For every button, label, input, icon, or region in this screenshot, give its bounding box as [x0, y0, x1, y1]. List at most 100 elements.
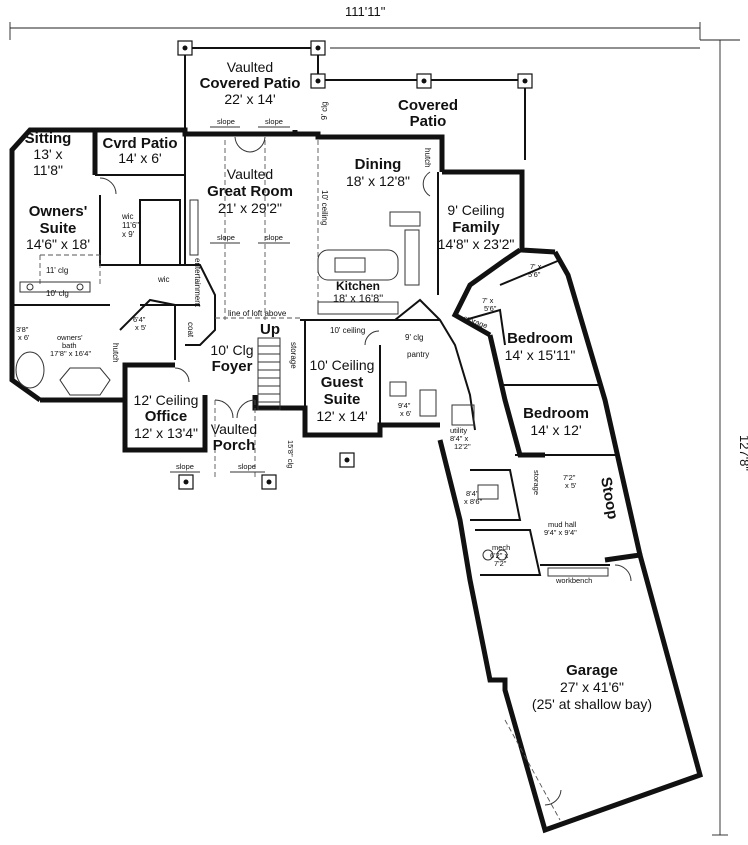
hutch-owner-label: hutch: [111, 343, 120, 363]
porch-vaulted: Vaulted: [211, 421, 257, 437]
office-name: Office: [145, 408, 188, 425]
ceiling-lines: [39, 140, 561, 821]
utility-3: 12'2": [454, 442, 471, 451]
great-room-vaulted: Vaulted: [227, 166, 273, 182]
hutch-dining-label: hutch: [423, 148, 432, 168]
utility-1: utility: [450, 426, 467, 435]
closet-owner-1: 3'8": [16, 325, 29, 334]
clg-158-label: 15'8" clg: [286, 440, 295, 468]
rear-covered-patio-structure: [184, 47, 700, 160]
sitting-dim2: 11'8": [33, 162, 63, 178]
guest-suite-dim: 12' x 14': [316, 408, 367, 424]
great-room-name: Great Room: [207, 183, 293, 200]
bedroom2-dim: 14' x 12': [530, 422, 581, 438]
porch-name: Porch: [213, 437, 256, 454]
kitchen-dim: 18' x 16'8": [333, 293, 383, 305]
closet-64-2: x 5': [135, 323, 147, 332]
bedroom2-name: Bedroom: [523, 405, 589, 422]
wic-main-label: wic: [121, 212, 134, 221]
stairs: [257, 337, 281, 411]
storage-mud-label: storage: [532, 470, 541, 495]
guest-suite-name2: Suite: [324, 391, 361, 408]
clg-10-great-label: 10' ceiling: [320, 190, 329, 225]
family-name: Family: [452, 219, 500, 236]
slope-label-4: slope: [265, 233, 283, 242]
owners-suite-dim: 14'6" x 18': [26, 236, 90, 252]
slope-label-3: slope: [217, 233, 235, 242]
family-ceiling: 9' Ceiling: [447, 202, 504, 218]
room-labels: Vaulted Covered Patio 22' x 14' Covered …: [25, 59, 652, 712]
stoop-name: Stoop: [597, 476, 621, 521]
mech-1: mech: [492, 543, 510, 552]
cvrd-patio-name: Cvrd Patio: [102, 135, 177, 152]
wic-small-label: wic: [157, 275, 170, 284]
owners-bath-1: owners': [57, 333, 83, 342]
great-room-dim: 21' x 29'2": [218, 200, 282, 216]
slope-label-5: slope: [176, 462, 194, 471]
clg-10-owners-label: 10' clg: [46, 289, 69, 298]
foyer-ceiling: 10' Clg: [210, 342, 253, 358]
owners-bath-3: 17'8" x 16'4": [50, 349, 91, 358]
slope-label-1: slope: [217, 117, 235, 126]
clg-10-kitchen-label: 10' ceiling: [330, 326, 365, 335]
garage-dim: 27' x 41'6": [560, 679, 624, 695]
workbench-label: workbench: [555, 576, 592, 585]
clg-11-label: 11' clg: [46, 266, 68, 275]
closet-7x5-1: 7' x: [482, 296, 494, 305]
closet-guest-2: x 6': [400, 409, 412, 418]
dining-dim: 18' x 12'8": [346, 173, 410, 189]
utility-2: 8'4" x: [450, 434, 469, 443]
guest-suite-name1: Guest: [321, 374, 364, 391]
fixtures: [15, 199, 609, 577]
overall-width-dimension: 111'11": [9, 4, 740, 41]
closet-7x56-2: 5'6": [528, 270, 541, 279]
mech-2: 6'2" x: [490, 551, 509, 560]
annotations: wic 11'6" x 9' wic entertainment 11' clg…: [16, 102, 592, 585]
line-of-loft-label: line of loft above: [228, 309, 287, 318]
pantry-label: pantry: [407, 350, 429, 359]
garage-note: (25' at shallow bay): [532, 696, 652, 712]
closet-7x5-2: 5'6": [484, 304, 497, 313]
overall-depth-label: 127'8": [737, 435, 748, 471]
kitchen-name: Kitchen: [336, 279, 380, 293]
mech-3: 7'2": [494, 559, 507, 568]
closet-guest-1: 9'4": [398, 401, 411, 410]
storage-stair-label: storage: [289, 342, 298, 369]
office-dim: 12' x 13'4": [134, 425, 198, 441]
closet-owner-2: x 6': [18, 333, 30, 342]
clg-9-patio-label: 9' clg: [320, 102, 329, 120]
foyer-name: Foyer: [212, 358, 253, 375]
closet-72-2: x 5': [565, 481, 577, 490]
covered-patio-vaulted: Vaulted: [227, 59, 273, 75]
guest-suite-ceiling: 10' Ceiling: [310, 357, 375, 373]
cvrd-patio-dim: 14' x 6': [118, 150, 161, 166]
closet-64-1: 6'4": [133, 315, 146, 324]
slope-arrows: [170, 126, 290, 473]
mud-hall-2: 9'4" x 9'4": [544, 528, 577, 537]
overall-depth-dimension: 127'8": [712, 39, 748, 836]
covered-patio-side-2: Patio: [410, 113, 447, 130]
office-ceiling: 12' Ceiling: [134, 392, 199, 408]
clg-9-kitchen-label: 9' clg: [405, 333, 423, 342]
doors: [99, 136, 632, 806]
owners-bath-2: bath: [62, 341, 77, 350]
wic-main-dim2: x 9': [122, 230, 135, 239]
sitting-name: Sitting: [25, 130, 72, 147]
dining-name: Dining: [355, 156, 402, 173]
bath-84-2: x 8'6": [464, 497, 483, 506]
sitting-dim1: 13' x: [33, 146, 62, 162]
closet-7x56-1: 7' x: [530, 262, 542, 271]
covered-patio-dim: 22' x 14': [224, 91, 275, 107]
covered-patio-name: Covered Patio: [200, 75, 301, 92]
covered-patio-side-1: Covered: [398, 97, 458, 114]
family-dim: 14'8" x 23'2": [438, 236, 515, 252]
closet-72-1: 7'2": [563, 473, 576, 482]
bedroom1-name: Bedroom: [507, 330, 573, 347]
entertainment-label: entertainment: [193, 258, 202, 308]
patio-posts: [177, 40, 533, 490]
owners-suite-name1: Owners': [29, 203, 88, 220]
coat-label: coat: [186, 322, 195, 338]
bedroom1-dim: 14' x 15'11": [505, 347, 576, 363]
wic-main-dim1: 11'6": [122, 221, 139, 230]
